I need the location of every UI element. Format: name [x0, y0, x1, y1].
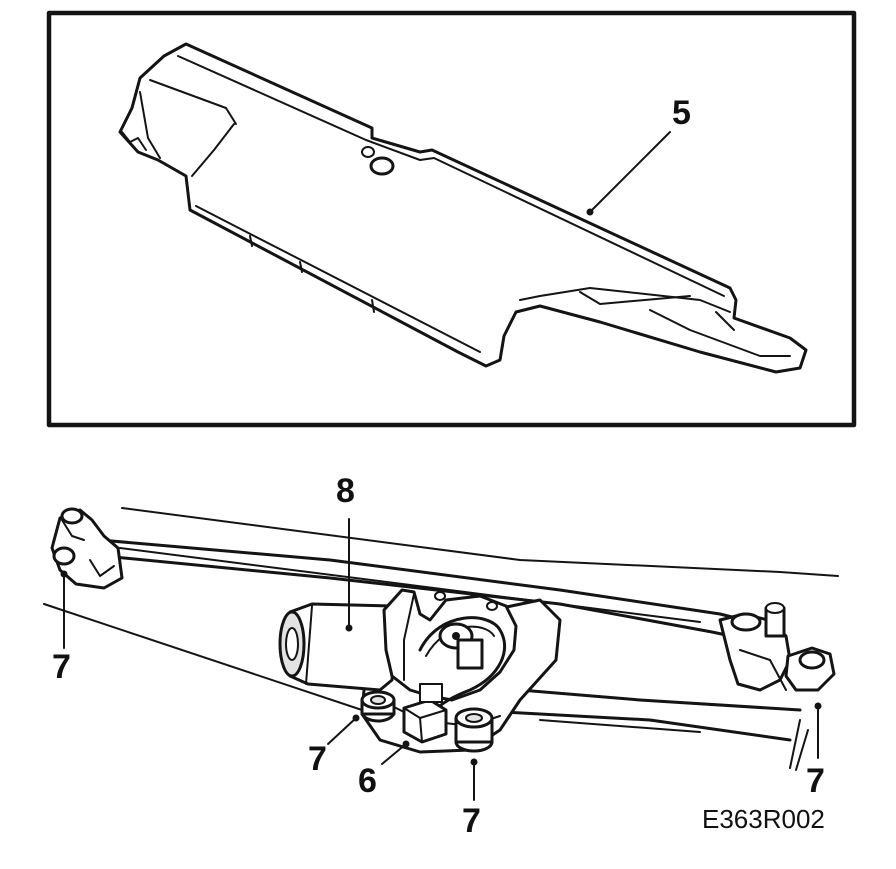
callout-mount-left: 7: [52, 648, 71, 686]
motor-leader-dot: [345, 624, 353, 632]
cover-leader-line: [589, 131, 671, 213]
mount-lower-left-dot: [352, 714, 360, 722]
mount-bush-bottom: [454, 707, 494, 753]
mount-left-dot: [60, 570, 68, 578]
left-wiper-pivot: [50, 507, 124, 590]
callout-mount-bottom: 7: [462, 802, 481, 840]
connector-leader: [381, 743, 407, 765]
mount-right-dot: [814, 702, 822, 710]
gear-housing: [382, 588, 518, 722]
callout-connector: 6: [358, 762, 377, 800]
callout-motor: 8: [336, 472, 355, 510]
cover-detail-panel: 5: [46, 10, 857, 428]
drawing-code: E363R002: [702, 804, 825, 834]
wiper-motor: [278, 602, 398, 692]
callout-cover: 5: [672, 94, 691, 132]
mount-lower-left-leader: [327, 717, 357, 745]
wiper-linkage-assembly: 8 7 7 6 7 7: [43, 472, 839, 840]
wiper-cover-part: [118, 42, 808, 374]
right-wiper-pivot: [718, 602, 836, 692]
callout-mount-right: 7: [806, 762, 825, 800]
connector-dot: [402, 740, 410, 748]
electrical-connector: [402, 683, 448, 744]
cover-leader-dot: [586, 208, 594, 216]
mount-bush-lower-left: [360, 690, 396, 723]
callout-mount-lower-left: 7: [308, 740, 327, 778]
mount-bottom-dot: [470, 758, 478, 766]
